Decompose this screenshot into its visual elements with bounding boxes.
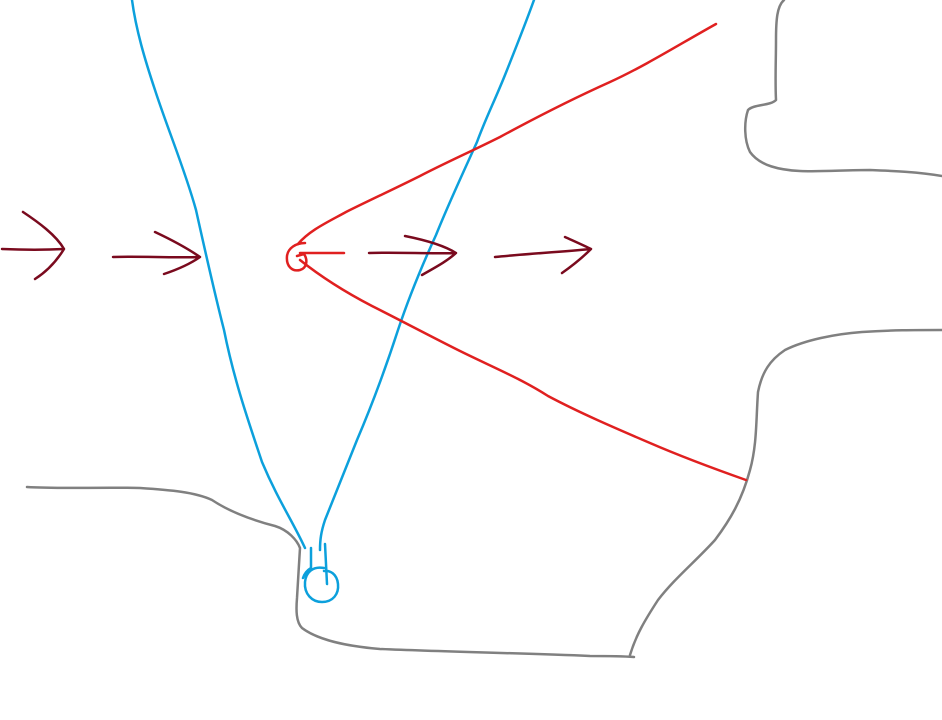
flow-arrows: [0, 210, 593, 281]
wall-right: [628, 328, 942, 657]
red-cone-upper-edge: [296, 22, 718, 246]
wall-outlines: [25, 0, 942, 659]
wall-bottom: [25, 485, 636, 659]
flow-arrow-3: [367, 234, 458, 277]
wall-top-right: [744, 0, 942, 178]
flow-arrow-2: [111, 230, 202, 276]
red-cone-lower-edge: [298, 258, 748, 482]
blue-cone-right-edge: [318, 0, 536, 552]
blue-cone-left-edge: [130, 0, 307, 550]
flow-arrow-1: [0, 210, 66, 281]
blue-sensor-icon: [301, 542, 340, 604]
blue-cone: [130, 0, 536, 604]
flow-arrow-4: [493, 235, 593, 275]
red-emitter-icon: [285, 241, 346, 272]
red-cone: [285, 22, 748, 482]
